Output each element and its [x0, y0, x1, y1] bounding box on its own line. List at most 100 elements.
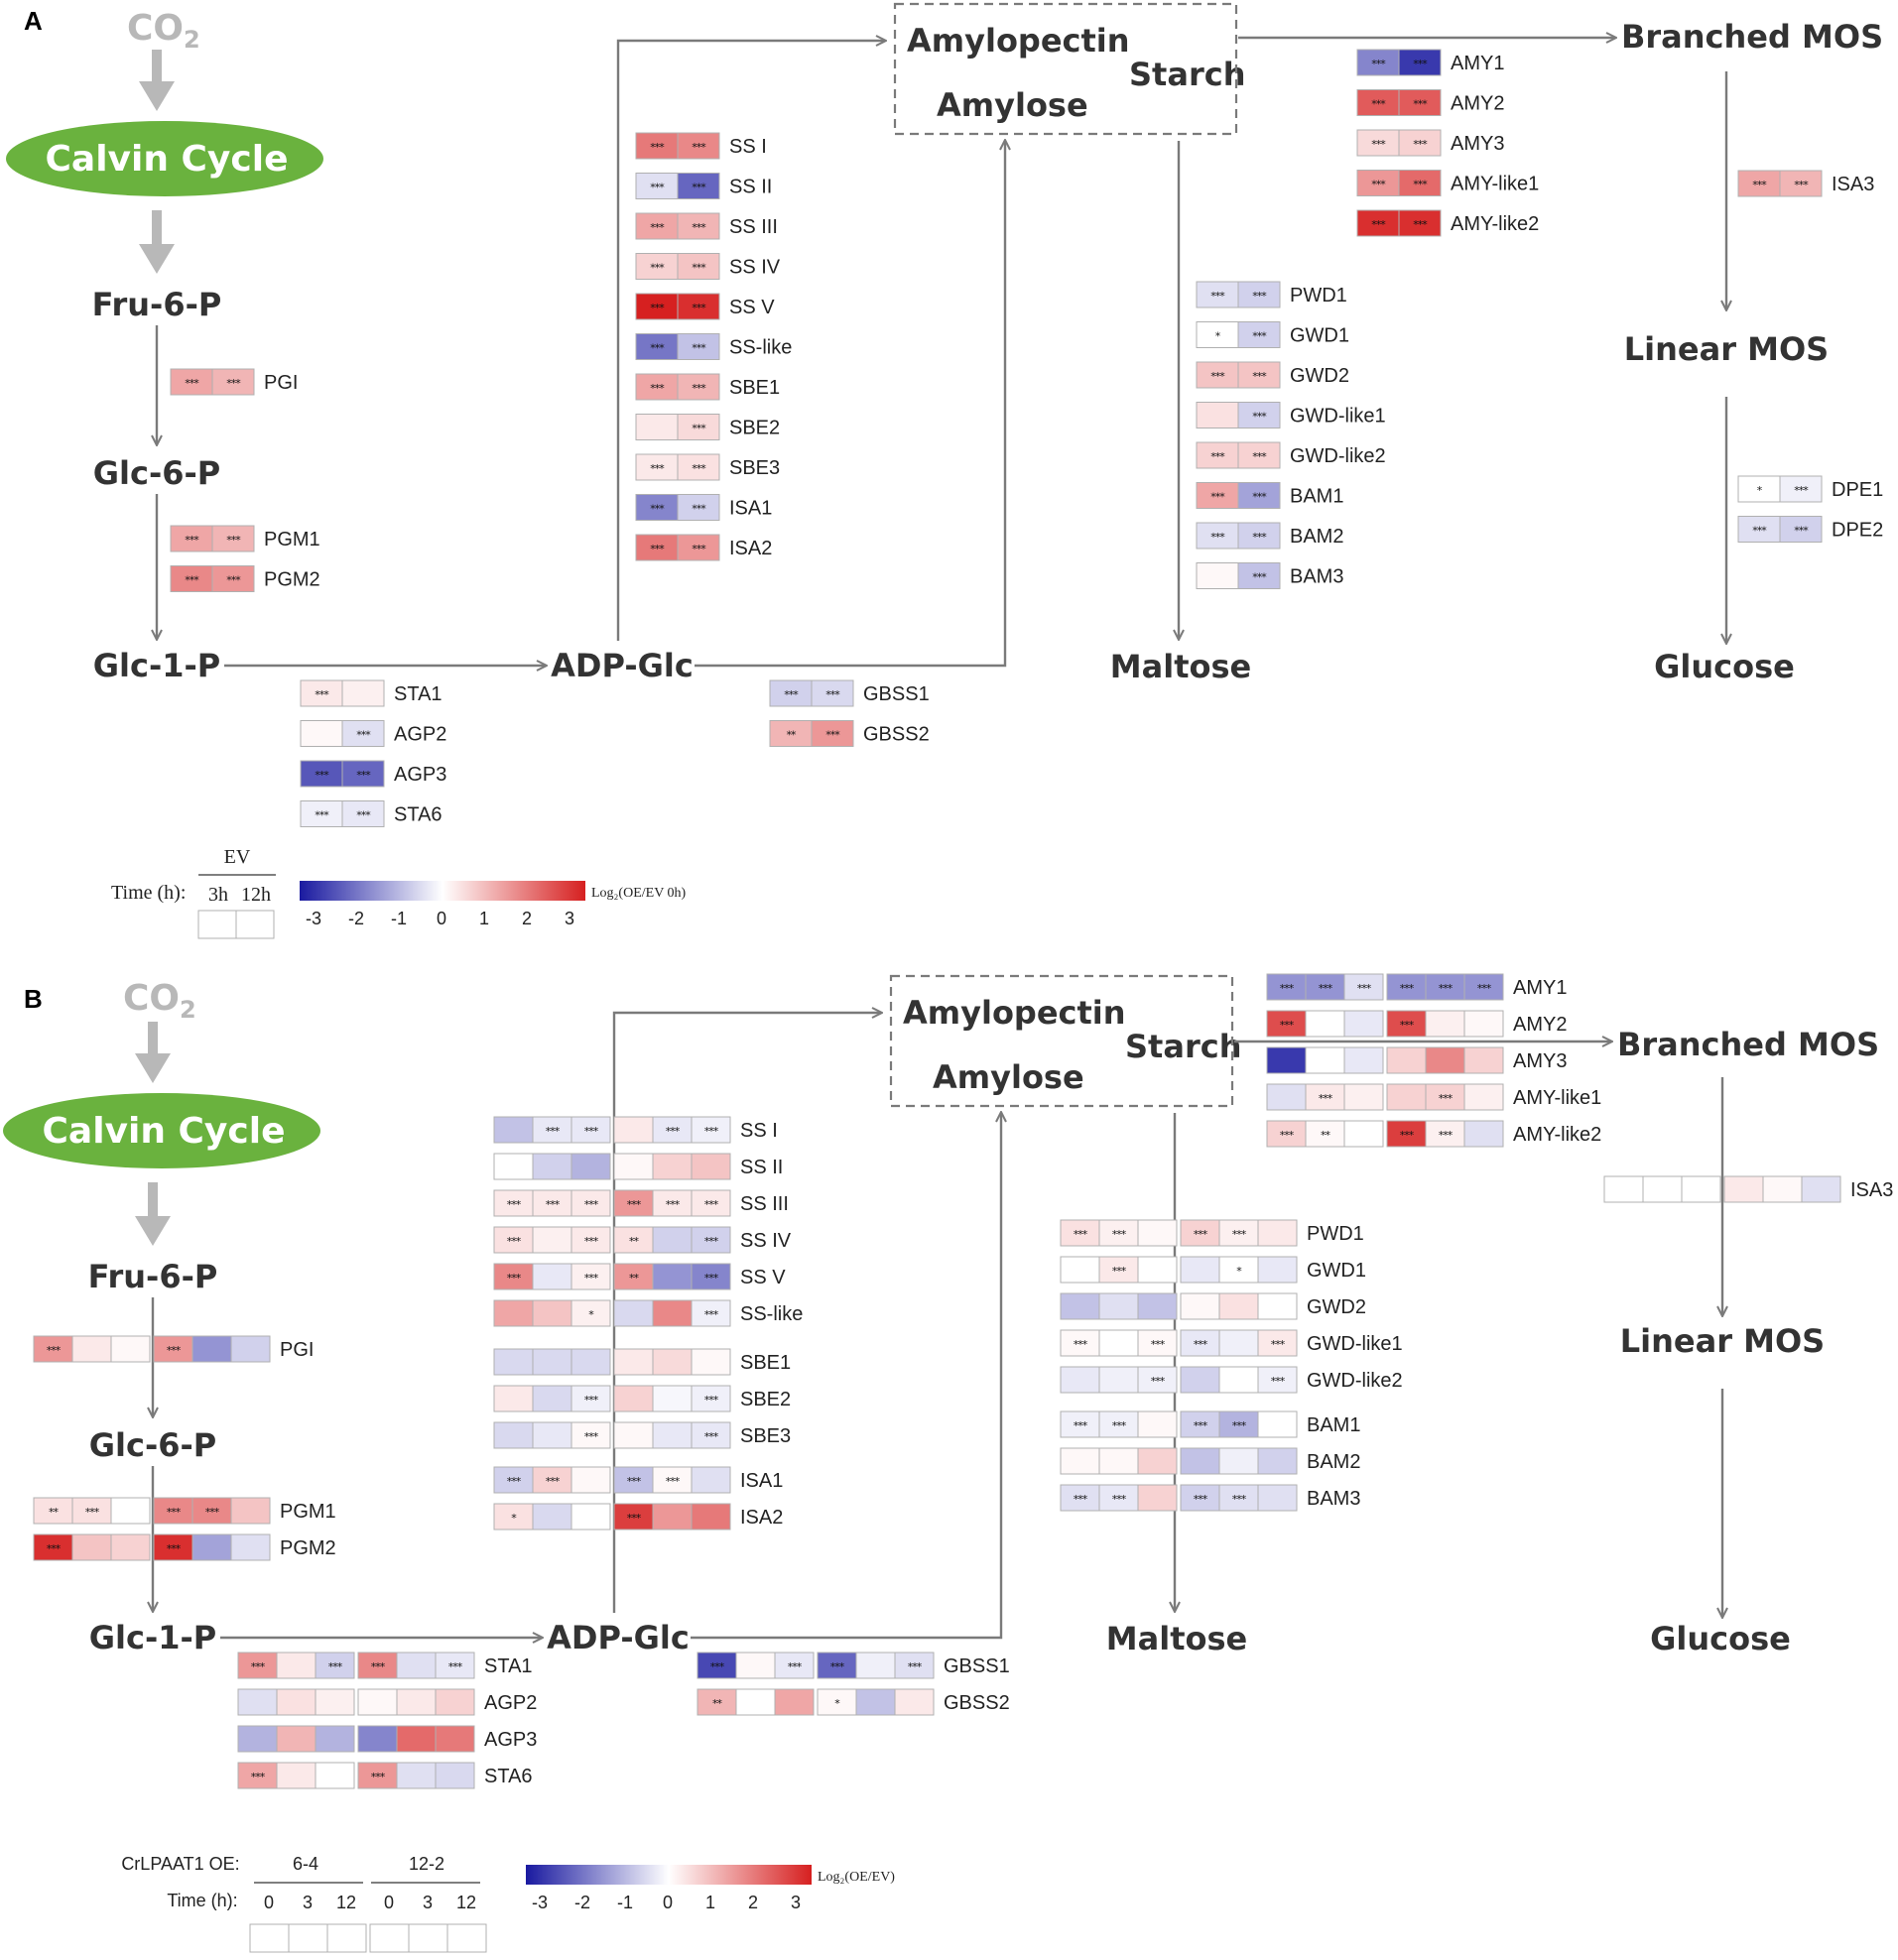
- heatmap-cell: [613, 1466, 654, 1494]
- heatmap-group: ****DPE1******DPE2: [1737, 475, 1883, 543]
- significance-marker: ***: [584, 1235, 599, 1248]
- significance-marker: ***: [1439, 982, 1454, 995]
- gene-label: SS IV: [729, 257, 781, 279]
- heatmap-cell: [532, 1263, 572, 1290]
- heatmap-cell: [1266, 1010, 1307, 1038]
- heatmap-cell: [1237, 281, 1281, 308]
- significance-marker: ***: [546, 1198, 561, 1211]
- gene-label: DPE1: [1832, 479, 1883, 501]
- panel-a-calvin-ellipse: [6, 121, 323, 196]
- significance-marker: ***: [1400, 1019, 1415, 1032]
- heatmap-cell: [1343, 1083, 1384, 1111]
- heatmap-cell: [677, 173, 720, 199]
- heatmap-cell: [153, 1335, 193, 1363]
- heatmap-cell: [1098, 1256, 1139, 1284]
- heatmap-cell: [1137, 1410, 1178, 1438]
- significance-marker: ***: [584, 1198, 599, 1211]
- significance-marker: ***: [650, 503, 665, 516]
- significance-marker: ***: [1371, 218, 1386, 231]
- heatmap-cell: [1218, 1484, 1259, 1512]
- heatmap-cell: [1098, 1329, 1139, 1357]
- heatmap-cell: [1266, 1083, 1307, 1111]
- heatmap-cell: [315, 1688, 355, 1716]
- heatmap-cell: [570, 1263, 611, 1290]
- panel-a-glucose: Glucose: [1654, 648, 1795, 685]
- significance-marker: ***: [85, 1506, 100, 1519]
- panel-a-maltose: Maltose: [1110, 648, 1251, 685]
- significance-marker: ***: [507, 1272, 522, 1285]
- heatmap-cell: [532, 1466, 572, 1494]
- gene-label: ISA3: [1832, 174, 1874, 195]
- heatmap-cell: [276, 1725, 316, 1753]
- panel-a-label: A: [24, 6, 43, 36]
- heatmap-cell: [276, 1688, 316, 1716]
- significance-marker: ***: [692, 221, 706, 234]
- heatmap-cell: [1137, 1292, 1178, 1320]
- heatmap-cell: [211, 368, 255, 396]
- significance-marker: ***: [1194, 1338, 1208, 1351]
- significance-marker: ***: [1074, 1419, 1088, 1432]
- heatmap-cell: [1343, 1120, 1384, 1148]
- gene-label: SBE3: [740, 1425, 791, 1447]
- significance-marker: ***: [226, 534, 241, 547]
- heatmap-cell: [493, 1153, 534, 1180]
- gene-label: PGM2: [264, 569, 320, 591]
- significance-marker: ***: [47, 1542, 62, 1555]
- heatmap-group: ******PGI: [170, 368, 298, 396]
- significance-marker: ***: [627, 1512, 642, 1525]
- heatmap-cell: [613, 1299, 654, 1327]
- heatmap-cell: [1196, 281, 1239, 308]
- heatmap-cell: [1237, 441, 1281, 469]
- gene-label: AMY1: [1513, 977, 1567, 999]
- colorbar-tick: -3: [306, 909, 321, 928]
- panel-b-adpglc: ADP-Glc: [547, 1619, 690, 1656]
- heatmap-cell: [1137, 1329, 1178, 1357]
- significance-marker: ***: [692, 503, 706, 516]
- heatmap-cell: [1343, 1010, 1384, 1038]
- heatmap-cell: [652, 1189, 693, 1217]
- heatmap-cell: [532, 1189, 572, 1217]
- heatmap-cell: [357, 1725, 398, 1753]
- legend-a-group: EV: [224, 846, 251, 868]
- heatmap-cell: [532, 1385, 572, 1412]
- heatmap-cell: [652, 1348, 693, 1376]
- significance-marker: **: [712, 1697, 723, 1710]
- significance-marker: ***: [356, 769, 371, 782]
- heatmap-cell: [1779, 475, 1823, 503]
- colorbar-tick: -1: [617, 1893, 633, 1912]
- significance-marker: ***: [650, 462, 665, 475]
- gene-label: AGP3: [394, 764, 446, 786]
- heatmap-cell: [1386, 1120, 1427, 1148]
- heatmap-cell: [1196, 441, 1239, 469]
- legend-b-group-label: CrLPAAT1 OE:: [121, 1854, 239, 1874]
- colorbar-tick: -2: [574, 1893, 590, 1912]
- colorbar-tick: -3: [532, 1893, 548, 1912]
- heatmap-cell: [1060, 1410, 1100, 1438]
- significance-marker: ***: [584, 1430, 599, 1443]
- legend-b-group-6-4: 6-4: [293, 1854, 318, 1874]
- heatmap-cell: [532, 1421, 572, 1449]
- significance-marker: ***: [507, 1198, 522, 1211]
- significance-marker: ***: [356, 729, 371, 742]
- heatmap-cell: [230, 1497, 271, 1525]
- heatmap-cell: [1257, 1256, 1298, 1284]
- heatmap-cell: [300, 800, 343, 827]
- significance-marker: ***: [546, 1475, 561, 1488]
- heatmap-cell: [493, 1421, 534, 1449]
- heatmap-cell: [613, 1421, 654, 1449]
- significance-marker: ***: [1074, 1493, 1088, 1506]
- heatmap-cell: [1196, 402, 1239, 429]
- heatmap-cell: [1060, 1256, 1100, 1284]
- panel-a-arrows: [157, 38, 1726, 666]
- panel-b-calvin-label: Calvin Cycle: [42, 1111, 285, 1152]
- significance-marker: ***: [1752, 179, 1767, 191]
- gene-label: SS II: [729, 177, 772, 198]
- heatmap-cell: [1257, 1410, 1298, 1438]
- panel-a-calvin-label: Calvin Cycle: [45, 139, 288, 180]
- gene-label: SS V: [740, 1267, 786, 1288]
- legend-b-group-12-2: 12-2: [409, 1854, 444, 1874]
- heatmap-cell: [1218, 1366, 1259, 1394]
- heatmap-cell: [570, 1385, 611, 1412]
- heatmap-cell: [33, 1533, 73, 1561]
